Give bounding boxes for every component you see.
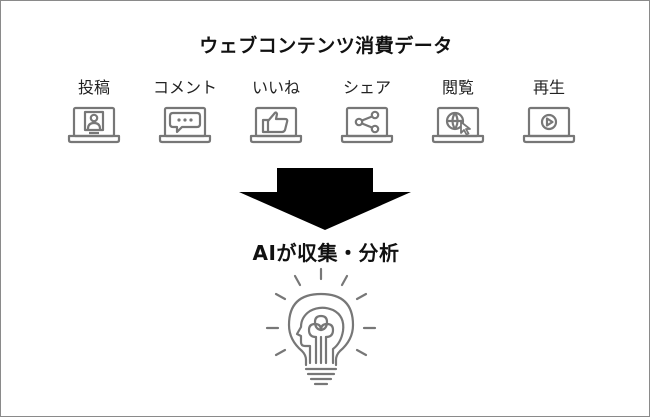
comment-bubble-icon <box>158 106 212 144</box>
down-arrow-icon <box>239 168 411 230</box>
diagram-subtitle: AIが収集・分析 <box>252 241 400 265</box>
item-like: いいね <box>236 77 316 145</box>
item-post: 投稿 <box>54 77 134 145</box>
item-label: 閲覧 <box>441 78 474 97</box>
item-play: 再生 <box>509 77 589 145</box>
item-share: シェア <box>327 77 407 145</box>
idea-lightbulb-head-icon <box>265 267 377 386</box>
item-label: シェア <box>342 78 391 97</box>
item-comment: コメント <box>145 77 225 145</box>
diagram-title: ウェブコンテンツ消費データ <box>199 35 453 57</box>
thumbs-up-icon <box>249 106 303 144</box>
globe-cursor-icon <box>431 106 485 144</box>
item-label: いいね <box>251 78 300 97</box>
item-label: 投稿 <box>77 78 110 97</box>
share-nodes-icon <box>340 106 394 144</box>
play-button-icon <box>522 106 576 144</box>
item-label: 再生 <box>532 78 565 97</box>
item-label: コメント <box>152 78 217 97</box>
item-view: 閲覧 <box>418 77 498 145</box>
profile-upload-icon <box>67 106 121 144</box>
